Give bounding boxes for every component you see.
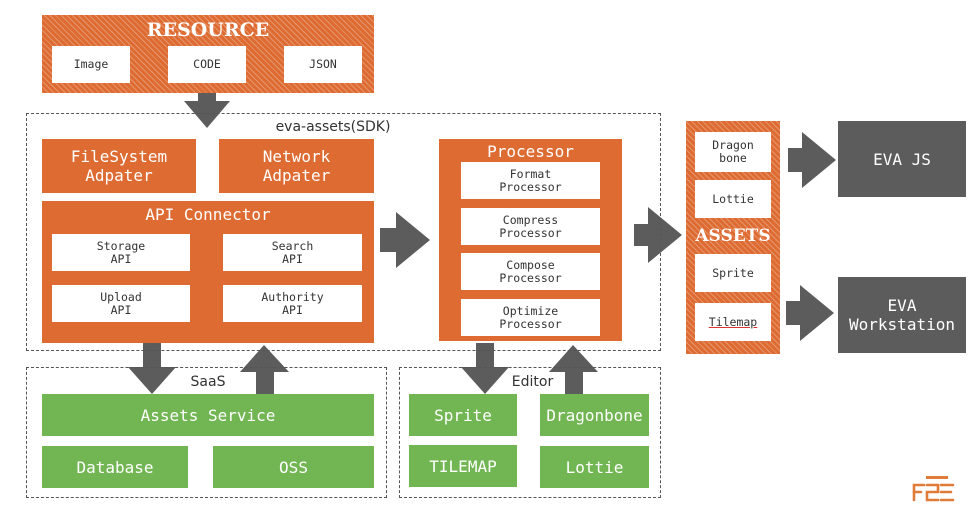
- arrow-assets-to-evajs: [788, 132, 836, 188]
- corner-logo-icon: [912, 476, 955, 502]
- format-processor: Format Processor: [461, 162, 600, 199]
- network-adapter: Network Adpater: [219, 139, 374, 193]
- asset-dragonbone: Dragon bone: [695, 132, 771, 172]
- database-box: Database: [42, 446, 188, 488]
- arrow-processor-to-assets: [634, 207, 682, 263]
- storage-api: Storage API: [52, 234, 190, 271]
- assets-panel: Dragon bone Lottie ASSETS Sprite Tilemap: [686, 121, 780, 354]
- processor-panel: Processor Format Processor Compress Proc…: [439, 139, 622, 341]
- asset-sprite: Sprite: [695, 254, 771, 292]
- filesystem-adapter: FileSystem Adpater: [42, 139, 196, 193]
- editor-tilemap: TILEMAP: [409, 445, 517, 487]
- upload-api: Upload API: [52, 285, 190, 322]
- authority-api: Authority API: [223, 285, 362, 322]
- editor-label: Editor: [511, 374, 554, 390]
- sdk-label: eva-assets(SDK): [268, 118, 398, 136]
- assets-title: ASSETS: [695, 226, 771, 246]
- editor-sprite: Sprite: [409, 394, 517, 436]
- arrow-resource-to-sdk: [184, 83, 230, 128]
- assets-service: Assets Service: [42, 394, 374, 436]
- asset-lottie: Lottie: [695, 180, 771, 218]
- arrow-saas-to-sdk: [240, 345, 289, 394]
- compose-processor: Compose Processor: [461, 253, 600, 290]
- arrow-sdk-to-saas: [128, 343, 176, 394]
- sdk-container: [26, 113, 661, 351]
- api-connector-panel: API Connector Storage API Search API Upl…: [42, 201, 374, 343]
- resource-json: JSON: [284, 46, 362, 83]
- eva-workstation-box: EVA Workstation: [838, 277, 966, 353]
- arrow-connector-to-processor: [380, 212, 430, 268]
- resource-code: CODE: [168, 46, 246, 83]
- editor-dragonbone: Dragonbone: [540, 394, 649, 436]
- resource-title: RESOURCE: [146, 19, 270, 41]
- arrow-editor-to-processor: [549, 345, 598, 394]
- editor-lottie: Lottie: [540, 446, 649, 488]
- oss-box: OSS: [213, 446, 374, 488]
- resource-image: Image: [52, 46, 130, 83]
- asset-tilemap-label: Tilemap: [708, 314, 758, 329]
- editor-container: [399, 367, 661, 498]
- asset-tilemap: Tilemap: [695, 303, 771, 341]
- search-api: Search API: [223, 234, 362, 271]
- optimize-processor: Optimize Processor: [461, 299, 600, 336]
- api-connector-title: API Connector: [145, 204, 271, 224]
- compress-processor: Compress Processor: [461, 208, 600, 245]
- saas-container: [26, 367, 387, 498]
- processor-title: Processor: [487, 141, 574, 161]
- arrow-assets-to-workstation: [786, 285, 834, 341]
- eva-js-box: EVA JS: [838, 121, 966, 197]
- saas-label: SaaS: [190, 374, 226, 390]
- resource-panel: RESOURCE Image CODE JSON: [42, 15, 374, 93]
- arrow-processor-to-editor: [461, 343, 509, 394]
